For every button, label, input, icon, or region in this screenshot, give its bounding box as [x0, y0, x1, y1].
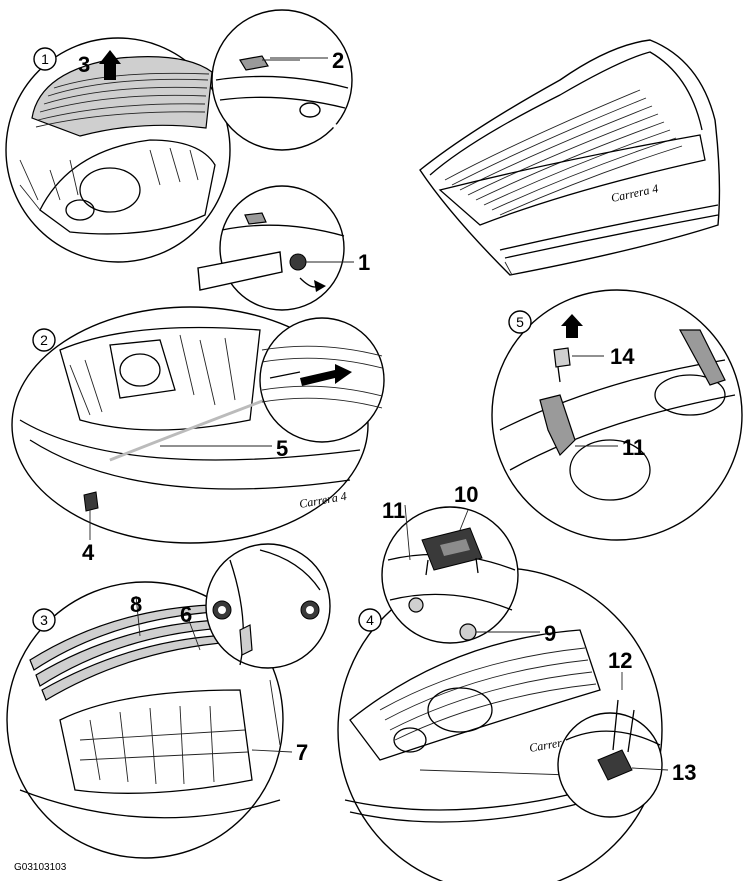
inset-cable-release — [259, 317, 385, 443]
panel-step-5: 14 11 5 — [491, 289, 743, 541]
inset-clip-detail: 2 — [211, 9, 398, 215]
inset-cap-removal: 1 — [197, 185, 370, 311]
callout-1: 1 — [358, 250, 370, 275]
step-marker-2: 2 — [40, 332, 48, 348]
callout-8: 8 — [130, 592, 142, 617]
inset-grommet-detail — [205, 543, 331, 746]
inset-bracket-detail: 12 13 — [557, 648, 696, 818]
callout-11a: 11 — [382, 498, 405, 523]
callout-6: 6 — [180, 602, 192, 627]
figure-reference-code: G03103103 — [14, 862, 67, 873]
callout-14: 14 — [610, 344, 635, 369]
rear-lid-overview: Carrera 4 — [419, 39, 721, 276]
panel-step-1: 1 3 — [5, 37, 231, 263]
callout-5: 5 — [276, 436, 288, 461]
step-marker-4: 4 — [366, 612, 374, 628]
callout-11b: 11 — [622, 435, 645, 460]
panel-step-3: 8 6 7 3 — [6, 581, 308, 859]
callout-2: 2 — [332, 48, 344, 73]
step-marker-5: 5 — [516, 314, 524, 330]
callout-3: 3 — [78, 52, 90, 77]
step-marker-3: 3 — [40, 612, 48, 628]
callout-9: 9 — [544, 621, 556, 646]
callout-10: 10 — [454, 482, 478, 507]
callout-7: 7 — [296, 740, 308, 765]
callout-4: 4 — [82, 540, 95, 565]
callout-13: 13 — [672, 760, 696, 785]
inset-latch-detail: 11 10 9 — [381, 482, 556, 646]
callout-12: 12 — [608, 648, 632, 673]
step-marker-1: 1 — [41, 51, 49, 67]
